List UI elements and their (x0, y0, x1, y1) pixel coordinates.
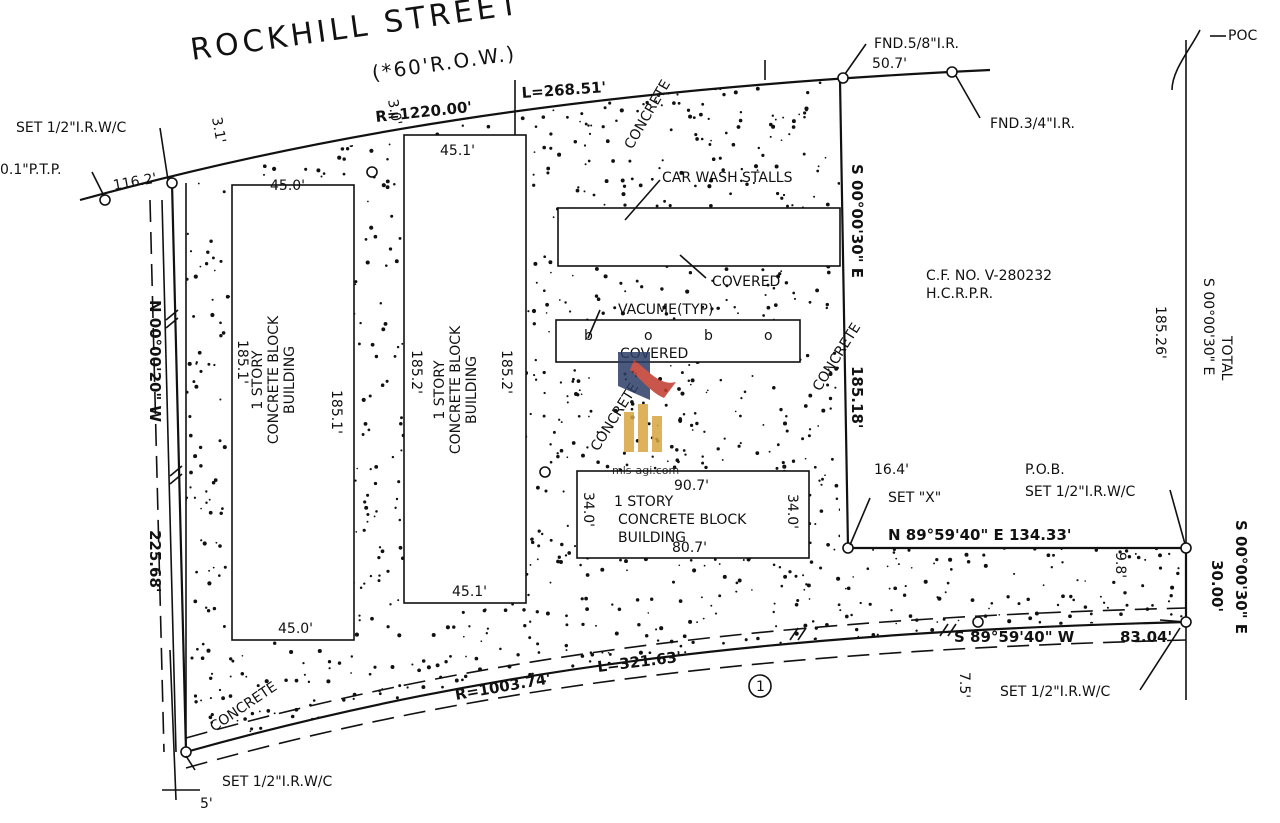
bearing-south: S 89°59'40" W (954, 628, 1075, 646)
vac-mark-3: b (704, 328, 713, 344)
dim-16-4: 16.4' (874, 462, 909, 478)
monument-fnd-58 (837, 72, 849, 84)
monument-s (972, 616, 984, 628)
dim-34-0-right: 34.0' (784, 494, 800, 529)
label-set-se: SET 1/2"I.R.W/C (1000, 684, 1111, 700)
dim-185-2-right: 185.2' (498, 350, 514, 394)
bearing-west: N 00°00'20" W (146, 300, 164, 423)
note-1: 1 (756, 679, 765, 695)
label-set-sw: SET 1/2"I.R.W/C (222, 774, 333, 790)
bearing-east-strip: S 00°00'30" E (1232, 520, 1250, 634)
vac-mark-1: b (584, 328, 593, 344)
watermark-logo: mls-agi.com (612, 352, 679, 477)
covered-vacuum (555, 319, 801, 363)
monument-ptp (99, 194, 111, 206)
monument-sw (180, 746, 192, 758)
watermark-text: mls-agi.com (612, 464, 679, 477)
monument-se (1180, 616, 1192, 628)
bearing-poc-line: S 00°00'30" E (1200, 278, 1216, 375)
dim-5: 5' (200, 796, 213, 812)
dim-80-7: 80.7' (672, 540, 707, 556)
buildings (231, 134, 841, 641)
bearing-east-lot: S 00°00'30" E (848, 164, 866, 278)
building-2 (403, 134, 527, 604)
car-wash-stalls (557, 207, 841, 267)
dim-185-1-left: 185.1' (234, 340, 250, 384)
label-concrete-top: CONCRETE (622, 77, 674, 152)
dim-185-26: 185.26' (1152, 306, 1168, 359)
street-setback: 3.0' (384, 98, 404, 127)
dim-185-1-right: 185.1' (328, 390, 344, 434)
building-2-label: 1 STORY CONCRETE BLOCK BUILDING (432, 325, 480, 454)
dim-116-2: 116.2' (112, 171, 158, 194)
leader-lines (91, 35, 1226, 771)
vac-mark-2: o (644, 328, 653, 344)
label-pob: P.O.B. (1025, 462, 1065, 478)
monument-nw (166, 177, 178, 189)
svg-text:1 STORY: 1 STORY (250, 350, 266, 410)
vac-mark-4: o (764, 328, 773, 344)
note-1-circle (748, 674, 772, 698)
curve-arc: L=321.63' (596, 648, 682, 676)
label-fnd-58: FND.5/8"I.R. (874, 36, 959, 52)
label-covered-stalls: COVERED (712, 274, 780, 290)
building-1 (231, 184, 355, 641)
svg-text:BUILDING: BUILDING (618, 530, 686, 546)
dim-50-7: 50.7' (872, 56, 907, 72)
dim-30-00: 30.00' (1208, 560, 1226, 612)
dim-185-2-left: 185.2' (408, 350, 424, 394)
svg-text:1 STORY: 1 STORY (432, 360, 448, 420)
label-pob-set: SET 1/2"I.R.W/C (1025, 484, 1136, 500)
dim-7-5: 7.5' (956, 672, 972, 698)
label-hcrpr: H.C.R.P.R. (926, 286, 993, 302)
curve-radius: R=1003.74' (454, 669, 553, 704)
svg-text:CONCRETE BLOCK: CONCRETE BLOCK (266, 315, 282, 444)
label-fnd-34: FND.3/4"I.R. (990, 116, 1075, 132)
label-vacuum: VACUME(TYP) (618, 302, 713, 318)
label-cf-no: C.F. NO. V-280232 (926, 268, 1052, 284)
bearing-south-dist: 83.04' (1120, 628, 1172, 646)
svg-text:CONCRETE BLOCK: CONCRETE BLOCK (618, 512, 747, 528)
bearing-poc-total: TOTAL (1218, 335, 1234, 381)
tick-marks (165, 309, 957, 641)
label-car-wash: CAR WASH STALLS (662, 170, 793, 186)
label-ptp: 0.1"P.T.P. (0, 162, 61, 178)
dim-45-0-top: 45.0' (270, 178, 305, 194)
svg-text:BUILDING: BUILDING (464, 356, 480, 424)
label-set-x: SET "X" (888, 490, 941, 506)
monument-fnd-34 (946, 66, 958, 78)
dim-9-8: 9.8' (1112, 552, 1128, 578)
monument-pob (1180, 542, 1192, 554)
dim-34-0-left: 34.0' (580, 492, 596, 527)
street-arc: L=268.51' (521, 78, 607, 102)
svg-text:1 STORY: 1 STORY (614, 494, 674, 510)
svg-text:BUILDING: BUILDING (282, 346, 298, 414)
label-set-nw: SET 1/2"I.R.W/C (16, 120, 127, 136)
dim-45-0-bottom: 45.0' (278, 621, 313, 637)
dim-185-18: 185.18' (848, 366, 866, 428)
dim-225-68: 225.68' (146, 530, 164, 592)
dim-3-1: 3.1' (208, 116, 228, 145)
building-1-label: 1 STORY CONCRETE BLOCK BUILDING (250, 315, 298, 444)
svg-text:CONCRETE BLOCK: CONCRETE BLOCK (448, 325, 464, 454)
dim-45-1-bottom: 45.1' (452, 584, 487, 600)
street-row: (*60'R.O.W.) (370, 41, 517, 85)
building-3 (576, 470, 810, 559)
monument-set-x (842, 542, 854, 554)
bearing-north-pob: N 89°59'40" E 134.33' (888, 526, 1071, 544)
label-concrete-bottom: CONCRETE (207, 679, 280, 735)
dim-45-1-top: 45.1' (440, 143, 475, 159)
label-poc: POC (1228, 28, 1257, 44)
building-3-label: 1 STORY CONCRETE BLOCK BUILDING (614, 494, 747, 546)
dim-90-7: 90.7' (674, 478, 709, 494)
